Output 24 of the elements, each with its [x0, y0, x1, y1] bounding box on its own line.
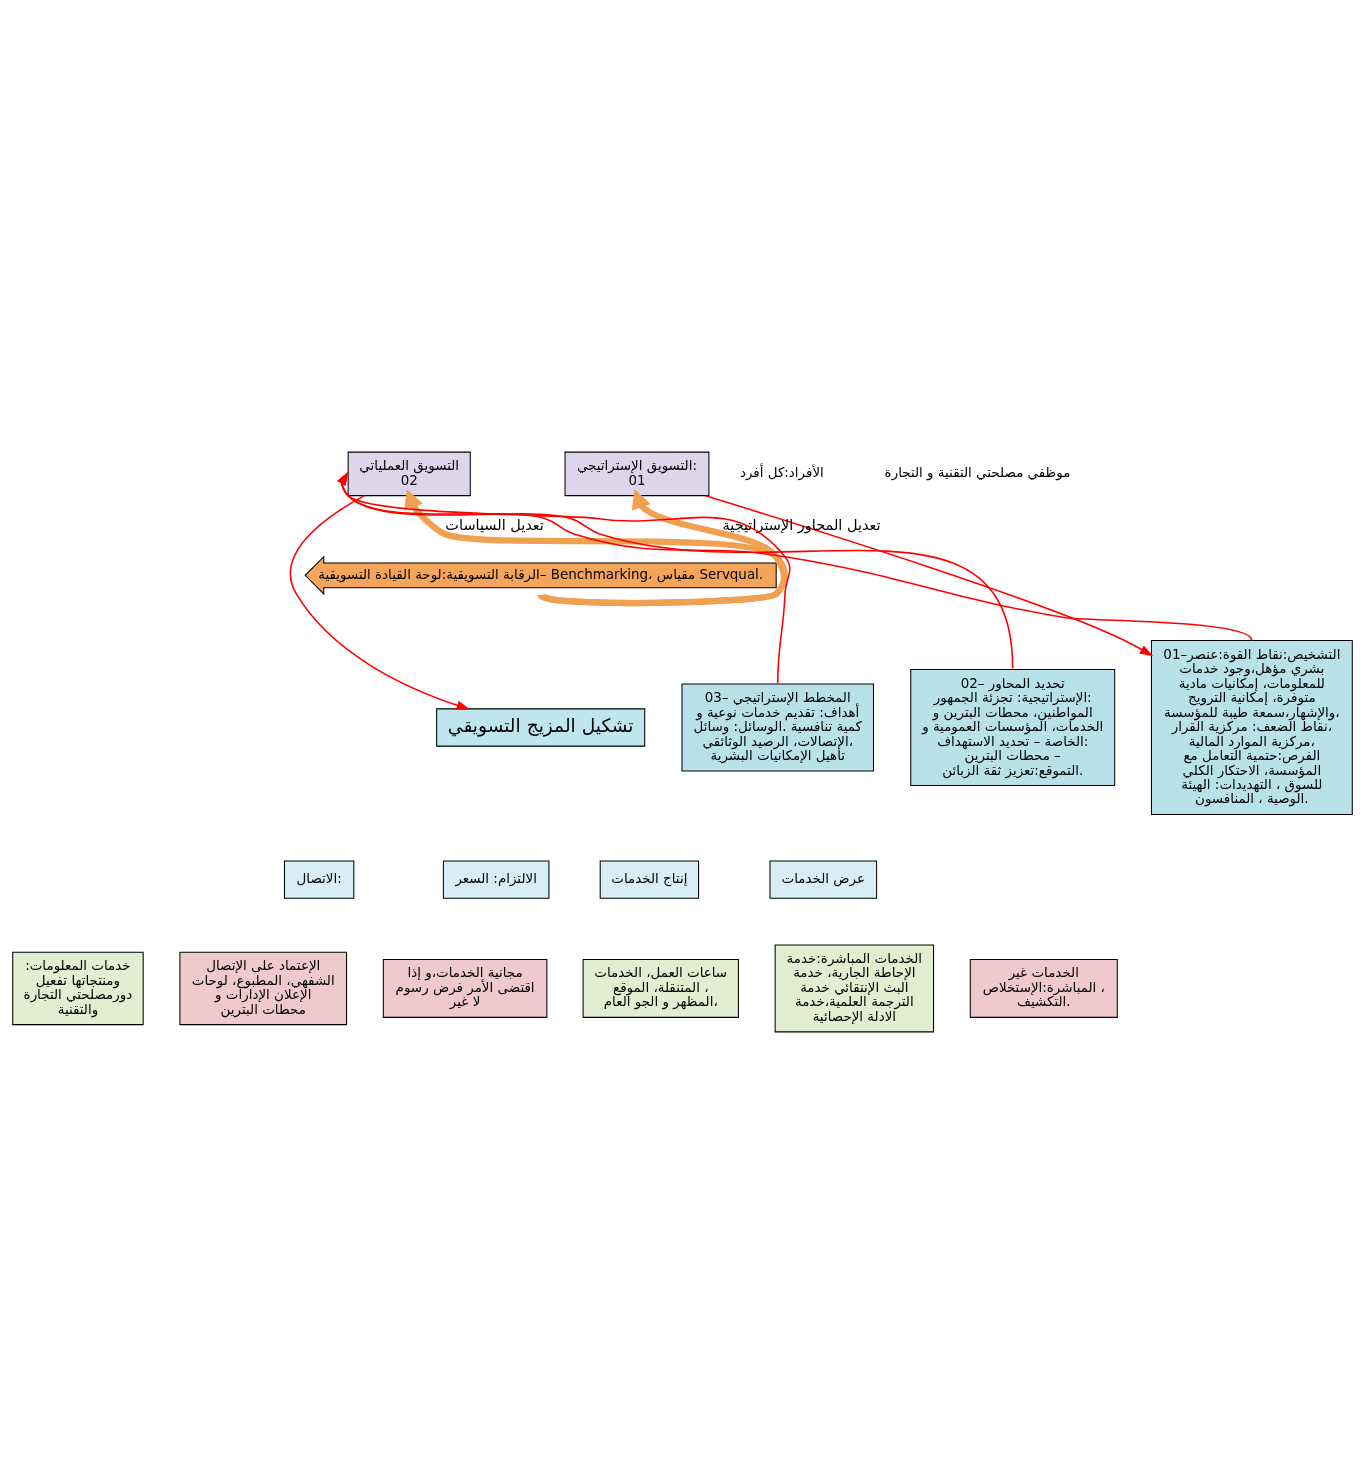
node-box: الالتزام: السعر	[442, 860, 550, 899]
node-box: الخدمات غير المباشرة:الإستخلاص ، التكشيف.	[969, 958, 1118, 1018]
edge-label: تعديل السياسات	[445, 516, 544, 533]
arrow	[337, 471, 1014, 669]
node-box: الاتصال:	[283, 860, 355, 899]
node-box: الإعتماد على الإتصال الشفهي، المطبوع، لوحات الإعلان الإدارات و محطات البترين	[179, 951, 348, 1025]
node-box: :خدمات المعلومات ومنتجاتها تفعيل دورمصلحتي التجارة والتقنية	[12, 951, 144, 1025]
node-box: 02– تحديد المحاور الإستراتيجية: تجزئة الجمهور: المواطنين، محطات البترين و الخدمات، المؤسسات العمومية و الخاصة – تحديد الاستهداف: محطات البترين – التموقع:تعزيز ثقة الزبائن.	[910, 668, 1116, 786]
node-box: ساعات العمل، الخدمات المتنقلة، الموقع ، المظهر و الجو العام،	[582, 958, 739, 1018]
arrow	[704, 494, 1154, 656]
node-box: عرض الخدمات	[769, 860, 878, 899]
label: موظفي مصلحتي التقنية و التجارة	[884, 464, 1071, 480]
node-box: تشكيل المزيج التسويقي	[436, 707, 646, 747]
arrow	[289, 494, 471, 710]
label: الأفراد:كل أفرد	[739, 464, 824, 480]
node-box: الخدمات المباشرة:خدمة الإحاطة الجارية، خدمة البث الإنتقائي خدمة الترجمة العلمية،خدمة الادلة الإحصائية	[774, 943, 935, 1032]
arrow	[404, 488, 788, 606]
node-box: 01–التشخيص:نقاط القوة:عنصر بشري مؤهل،وجود خدمات للمعلومات، إمكانيات مادية متوفرة، إمكانية الترويج والإشهار،سمعة طيبة للمؤسسة، نقاط الضعف: مركزية القرار، مركزية الموارد المالية، الفرص:حتمية التعامل مع المؤسسة، الاحتكار الكلي للسوق ، التهديدات: الهيئة الوصية ، المنافسون.	[1150, 639, 1353, 815]
node-box: إنتاج الخدمات	[599, 860, 700, 899]
arrow	[337, 471, 791, 684]
arrow	[539, 488, 788, 606]
node-box: 03– المخطط الإستراتيجي أهداف: تقديم خدمات نوعية و كمية تنافسية .الوسائل: وسائل الاتصالات، الرصيد الوثائقي، تأهيل الإمكانيات البشرية	[681, 683, 874, 771]
node-box: مجانية الخدمات،و إذا اقتضى الأمر فرض رسوم لا غير	[382, 958, 548, 1018]
arrow	[337, 471, 1253, 641]
